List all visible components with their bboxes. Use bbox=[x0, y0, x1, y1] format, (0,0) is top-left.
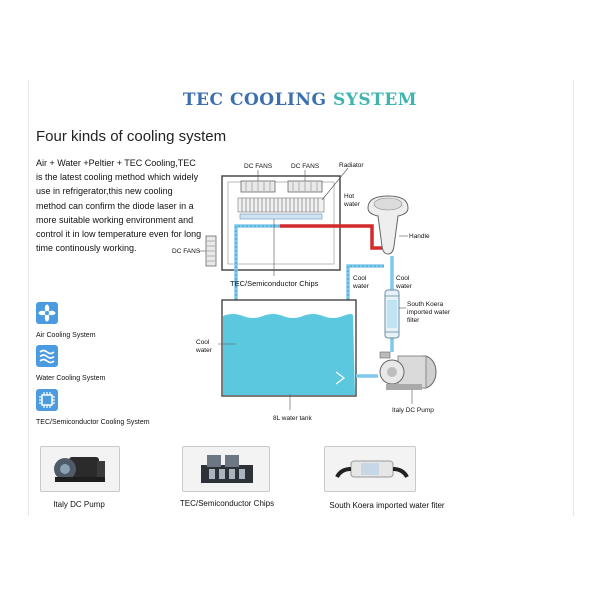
filter-photo bbox=[324, 446, 416, 492]
tec-chips-photo bbox=[182, 446, 270, 492]
label-dc-fans-left: DC FANS bbox=[244, 163, 273, 170]
label-hot-water-2: water bbox=[343, 201, 361, 208]
label-tec-chips: TEC/Semiconductor Chips bbox=[230, 279, 319, 288]
label-tank: 8L water tank bbox=[273, 415, 313, 422]
handle-icon bbox=[367, 195, 409, 255]
svg-text:Cool: Cool bbox=[353, 275, 367, 282]
label-radiator: Radiator bbox=[339, 162, 364, 169]
system-label-air: Air Cooling System bbox=[36, 332, 96, 339]
label-dc-fans-mid: DC FANS bbox=[291, 163, 320, 170]
tank-water-fill bbox=[223, 314, 355, 395]
svg-text:South Koera: South Koera bbox=[407, 301, 444, 308]
fan-icon bbox=[36, 302, 58, 324]
water-filter-icon bbox=[384, 289, 400, 339]
top-fans-right bbox=[287, 180, 323, 193]
svg-text:imported water: imported water bbox=[407, 309, 451, 316]
water-wave-icon bbox=[36, 345, 58, 367]
tank-outlet-arrow bbox=[335, 371, 345, 385]
svg-text:water: water bbox=[195, 347, 213, 354]
content-frame bbox=[28, 80, 574, 516]
tec-housing-inner bbox=[227, 181, 335, 265]
description-text: Air + Water +Peltier + TEC Cooling,TEC i… bbox=[36, 158, 202, 254]
svg-text:water: water bbox=[395, 283, 413, 290]
svg-text:Cool: Cool bbox=[396, 275, 410, 282]
product-label-pump: Italy DC Pump bbox=[53, 500, 105, 509]
system-label-water: Water Cooling System bbox=[36, 375, 106, 382]
svg-text:water: water bbox=[352, 283, 370, 290]
label-dc-fans-side: DC FANS bbox=[172, 248, 201, 255]
side-fans bbox=[205, 235, 217, 267]
chip-icon bbox=[36, 389, 58, 411]
title-part-2: SYSTEM bbox=[332, 90, 418, 110]
label-hot-water-1: Hot bbox=[344, 193, 354, 200]
label-handle: Handle bbox=[409, 233, 430, 240]
top-fans-left bbox=[240, 180, 276, 193]
pump-photo bbox=[40, 446, 120, 492]
tec-chip-strip bbox=[239, 213, 323, 220]
svg-text:filter: filter bbox=[407, 317, 420, 324]
pump-icon bbox=[379, 351, 437, 390]
title-part-1: TEC COOLING bbox=[182, 90, 327, 110]
page-title: TEC COOLING SYSTEM bbox=[0, 90, 600, 110]
system-label-tec: TEC/Semiconductor Cooling System bbox=[36, 419, 150, 426]
hot-water-pipe bbox=[280, 224, 384, 250]
leader-lines bbox=[198, 167, 413, 410]
radiator-fins bbox=[237, 197, 325, 213]
product-label-tec-chips: TEC/Semiconductor Chips bbox=[179, 499, 275, 508]
product-label-filter: South Koera imported water fiter bbox=[329, 501, 445, 510]
label-pump: Italy DC Pump bbox=[392, 407, 434, 414]
section-subtitle: Four kinds of cooling system bbox=[36, 128, 227, 145]
svg-text:Cool: Cool bbox=[196, 339, 210, 346]
